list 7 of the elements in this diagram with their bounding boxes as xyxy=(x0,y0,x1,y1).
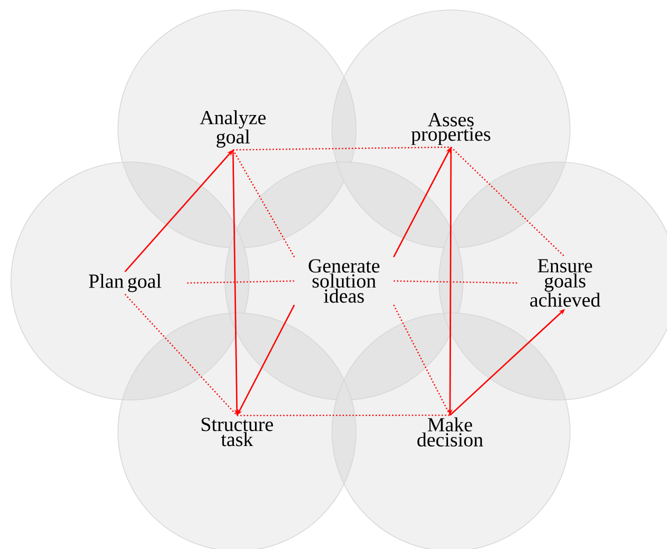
node-label: Analyze goal xyxy=(200,110,266,148)
node-label: Generate solution ideas xyxy=(308,259,380,303)
node-label: Structure task xyxy=(202,418,273,446)
node-label: Make decision xyxy=(417,417,484,447)
node-label: Asses properties xyxy=(411,113,490,145)
node-label: Ensure goals achieved xyxy=(530,259,600,307)
node-label: Plan goal xyxy=(88,274,162,292)
